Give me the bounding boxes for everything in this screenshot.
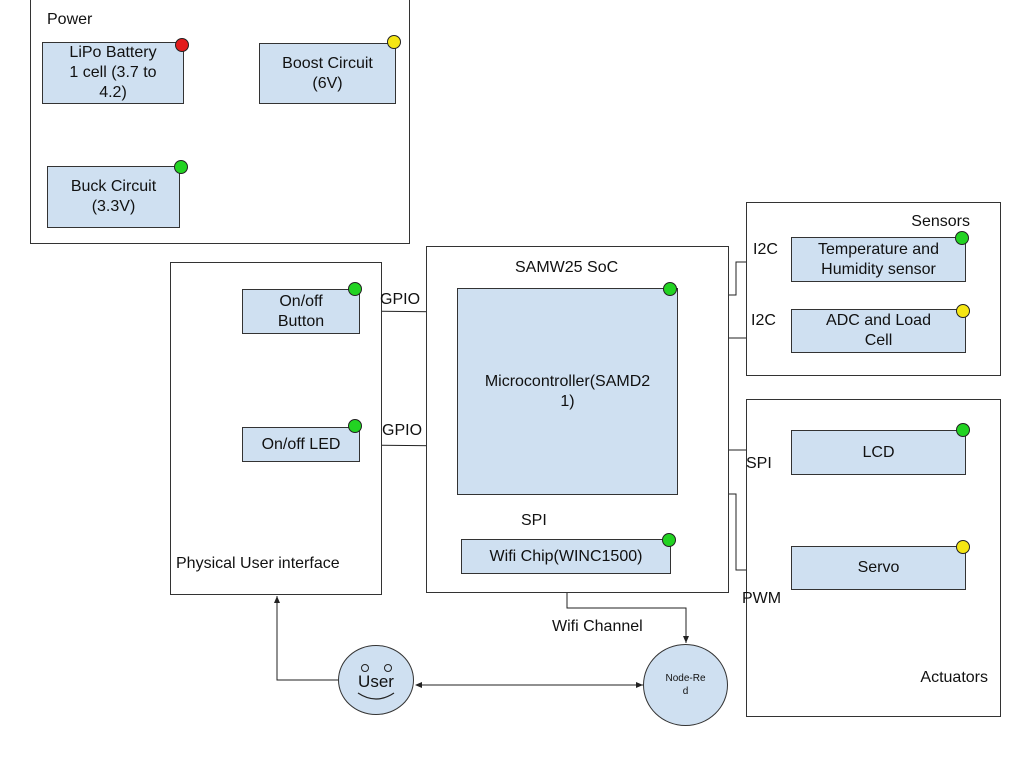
temp-status-dot xyxy=(955,231,969,245)
i2c-temp-label: I2C xyxy=(753,241,778,258)
mcu-label: Microcontroller(SAMD2 1) xyxy=(484,372,651,410)
temp-sensor-label: Temperature and Humidity sensor xyxy=(818,240,939,278)
mcu-status-dot xyxy=(663,282,677,296)
user-node[interactable]: User xyxy=(338,645,414,715)
adc-label: ADC and Load Cell xyxy=(826,312,931,349)
actuators-group-label: Actuators xyxy=(920,669,988,686)
lcd-status-dot xyxy=(956,423,970,437)
adc-block[interactable]: ADC and Load Cell xyxy=(791,309,966,353)
boost-status-dot xyxy=(387,35,401,49)
soc-group-label: SAMW25 SoC xyxy=(515,259,619,276)
wifi-chip-label: Wifi Chip(WINC1500) xyxy=(489,547,643,565)
gpio-button-label: GPIO xyxy=(380,291,421,308)
lcd-block[interactable]: LCD xyxy=(791,430,966,475)
adc-status-dot xyxy=(956,304,970,318)
mcu-block[interactable]: Microcontroller(SAMD2 1) xyxy=(457,288,678,495)
spi-lcd-label: SPI xyxy=(746,455,772,472)
nodered-node[interactable]: Node-Re d xyxy=(643,644,728,726)
led-block[interactable]: On/off LED xyxy=(242,427,360,462)
led-status-dot xyxy=(348,419,362,433)
pwm-servo-label: PWM xyxy=(742,590,782,607)
buck-status-dot xyxy=(174,160,188,174)
spi-wifi-label: SPI xyxy=(521,512,547,529)
battery-block[interactable]: LiPo Battery 1 cell (3.7 to 4.2) xyxy=(42,42,184,104)
servo-label: Servo xyxy=(857,559,900,576)
buck-label: Buck Circuit (3.3V) xyxy=(70,178,157,215)
servo-block[interactable]: Servo xyxy=(791,546,966,590)
wifi-chip-block[interactable]: Wifi Chip(WINC1500) xyxy=(461,539,671,574)
ui-group-label: Physical User interface xyxy=(176,555,340,572)
button-label: On/off Button xyxy=(277,292,325,330)
battery-label: LiPo Battery 1 cell (3.7 to 4.2) xyxy=(69,44,157,101)
user-to-ui-line xyxy=(274,596,338,681)
wifi-status-dot xyxy=(662,533,676,547)
button-block[interactable]: On/off Button xyxy=(242,289,360,334)
gpio-led-label: GPIO xyxy=(382,422,423,439)
boost-block[interactable]: Boost Circuit (6V) xyxy=(259,43,396,104)
buck-block[interactable]: Buck Circuit (3.3V) xyxy=(47,166,180,228)
servo-status-dot xyxy=(956,540,970,554)
lcd-label: LCD xyxy=(862,443,895,461)
led-label: On/off LED xyxy=(261,435,341,453)
smiley-face-icon xyxy=(357,664,395,700)
i2c-adc-label: I2C xyxy=(751,312,776,329)
button-status-dot xyxy=(348,282,362,296)
power-group-label: Power xyxy=(47,11,93,28)
sensors-group-label: Sensors xyxy=(911,213,970,230)
temp-sensor-block[interactable]: Temperature and Humidity sensor xyxy=(791,237,966,282)
battery-status-dot xyxy=(175,38,189,52)
nodered-label: Node-Re d xyxy=(665,673,706,697)
user-label: User xyxy=(358,672,394,691)
wifi-channel-label: Wifi Channel xyxy=(552,618,643,635)
boost-label: Boost Circuit (6V) xyxy=(282,54,373,92)
